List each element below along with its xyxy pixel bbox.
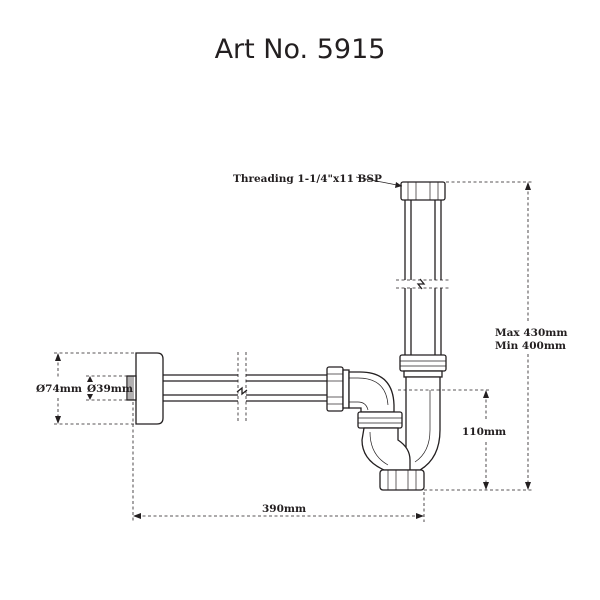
offset-height-dimension: 110mm [398, 389, 506, 490]
outer-diameter-label: Ø74mm [36, 383, 82, 395]
horizontal-coupling-nut [326, 366, 350, 412]
offset-height-label: 110mm [462, 426, 506, 438]
page-title: Art No. 5915 [214, 34, 386, 65]
trap-body [357, 376, 441, 491]
inner-diameter-label: Ø39mm [87, 383, 133, 395]
wall-flange [126, 352, 164, 425]
horizontal-pipe [163, 352, 327, 422]
length-dimension: 390mm [132, 402, 425, 522]
diameter-dimensions: Ø74mm Ø39mm [36, 352, 136, 425]
vertical-standpipe [396, 181, 450, 378]
length-label: 390mm [262, 503, 306, 515]
max-height-label: Max 430mm [495, 327, 567, 339]
min-height-label: Min 400mm [495, 340, 566, 352]
threading-callout: Threading 1-1/4"x11 BSP [233, 173, 403, 188]
elbow-bend [348, 371, 395, 413]
height-dimension: Max 430mm Min 400mm [424, 181, 567, 491]
threading-label: Threading 1-1/4"x11 BSP [233, 173, 382, 185]
